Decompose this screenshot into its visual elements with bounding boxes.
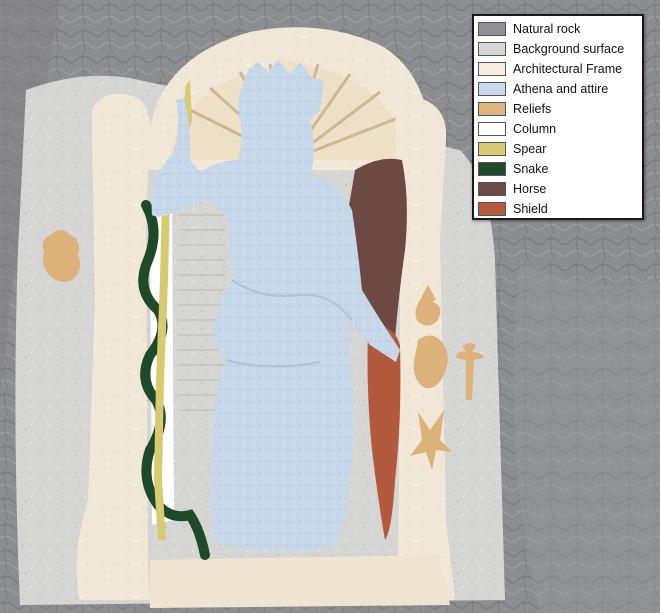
legend-item-horse: Horse [478,179,638,199]
legend-swatch [478,82,506,96]
legend-swatch [478,62,506,76]
legend-item-architectural-frame: Architectural Frame [478,59,638,79]
legend-item-spear: Spear [478,139,638,159]
legend-label: Background surface [513,42,624,56]
legend-label: Column [513,122,556,136]
legend-swatch [478,22,506,36]
legend-item-natural-rock: Natural rock [478,19,638,39]
legend-label: Snake [513,162,548,176]
legend-item-reliefs: Reliefs [478,99,638,119]
legend-swatch [478,42,506,56]
legend-item-shield: Shield [478,199,638,219]
legend-label: Natural rock [513,22,580,36]
legend-label: Reliefs [513,102,551,116]
legend-label: Shield [513,202,548,216]
legend-item-background-surface: Background surface [478,39,638,59]
legend-swatch [478,202,506,216]
legend-label: Architectural Frame [513,62,622,76]
legend-panel: Natural rock Background surface Architec… [472,14,644,220]
legend-label: Athena and attire [513,82,608,96]
legend-swatch [478,182,506,196]
legend-swatch [478,102,506,116]
legend-swatch [478,162,506,176]
base-plinth [150,555,450,608]
legend-item-column: Column [478,119,638,139]
legend-item-athena-and-attire: Athena and attire [478,79,638,99]
legend-swatch [478,142,506,156]
legend-label: Horse [513,182,546,196]
legend-label: Spear [513,142,546,156]
legend-item-snake: Snake [478,159,638,179]
legend-swatch [478,122,506,136]
